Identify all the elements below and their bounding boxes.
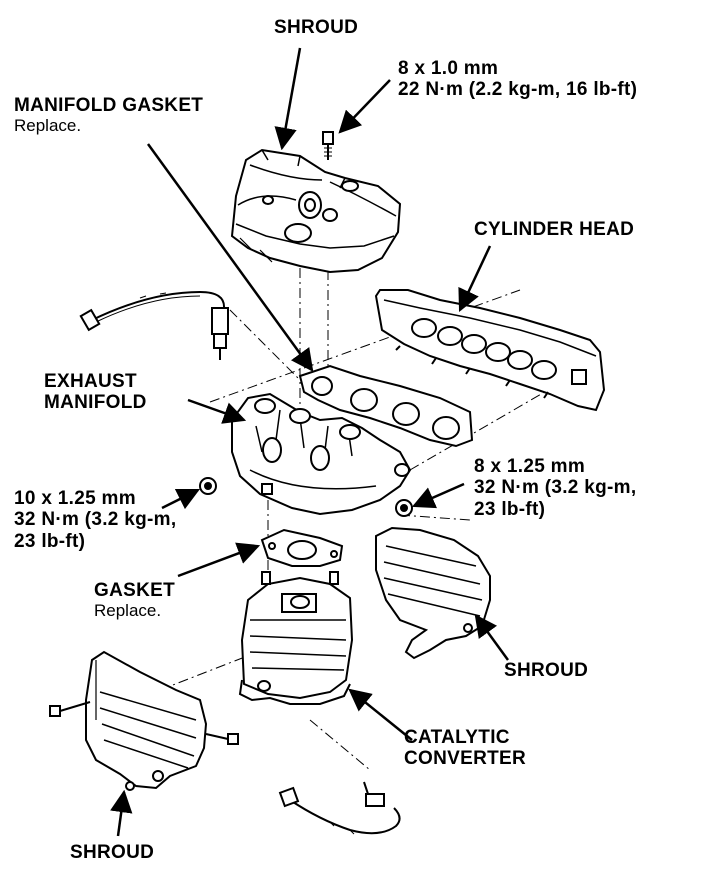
catalytic-converter-line2: CONVERTER [404, 748, 526, 770]
oxygen-sensor-icon [79, 290, 229, 360]
catalytic-converter-line1: CATALYTIC [404, 727, 510, 748]
nut-right-torque: 32 N·m (3.2 kg-m, [474, 477, 637, 499]
gasket-note: Replace. [94, 601, 162, 621]
nut-right-size: 8 x 1.25 mm [474, 456, 586, 477]
exhaust-manifold-line2: MANIFOLD [44, 392, 147, 414]
exhaust-manifold-line1: EXHAUST [44, 371, 137, 392]
label-nut-spec-left: 10 x 1.25 mm 32 N·m (3.2 kg-m, 23 lb-ft) [14, 488, 176, 552]
label-catalytic-converter: CATALYTIC CONVERTER [404, 727, 526, 770]
label-shroud-top: SHROUD [274, 17, 359, 38]
bolt-icon [49, 701, 239, 745]
manifold-gasket-note: Replace. [14, 116, 82, 136]
bolt-size: 8 x 1.0 mm [398, 58, 499, 79]
cylinder-head [374, 289, 606, 412]
nut-left-torque: 32 N·m (3.2 kg-m, [14, 509, 177, 531]
leader-arrows [110, 47, 510, 837]
manifold-gasket-title: MANIFOLD GASKET [14, 95, 204, 116]
catalytic-converter [238, 571, 354, 705]
nut-left-size: 10 x 1.25 mm [14, 488, 136, 509]
label-nut-spec-right: 8 x 1.25 mm 32 N·m (3.2 kg-m, 23 lb-ft) [474, 456, 636, 520]
heat-shroud-lower [85, 650, 208, 791]
label-manifold-gasket: MANIFOLD GASKET Replace. [14, 95, 203, 135]
bolt-torque: 22 N·m (2.2 kg-m, 16 lb-ft) [398, 79, 638, 101]
label-shroud-bottom: SHROUD [70, 842, 155, 863]
manifold-gasket [298, 364, 474, 448]
heat-shroud-upper [230, 148, 402, 274]
label-gasket: GASKET Replace. [94, 580, 175, 620]
exhaust-manifold [231, 392, 412, 516]
label-bolt-spec-top: 8 x 1.0 mm 22 N·m (2.2 kg-m, 16 lb-ft) [398, 58, 637, 101]
gasket-title: GASKET [94, 580, 175, 601]
label-cylinder-head: CYLINDER HEAD [474, 219, 635, 240]
label-exhaust-manifold: EXHAUST MANIFOLD [44, 371, 147, 414]
nut-left-torque-cont: 23 lb-ft) [14, 530, 86, 552]
label-shroud-right: SHROUD [504, 660, 589, 681]
oxygen-sensor-icon [278, 781, 401, 835]
gasket-icon [260, 528, 344, 567]
nut-right-torque-cont: 23 lb-ft) [474, 498, 546, 520]
heat-shroud-right [375, 526, 491, 660]
nut-icon [199, 477, 413, 517]
bolt-icon [322, 131, 334, 160]
